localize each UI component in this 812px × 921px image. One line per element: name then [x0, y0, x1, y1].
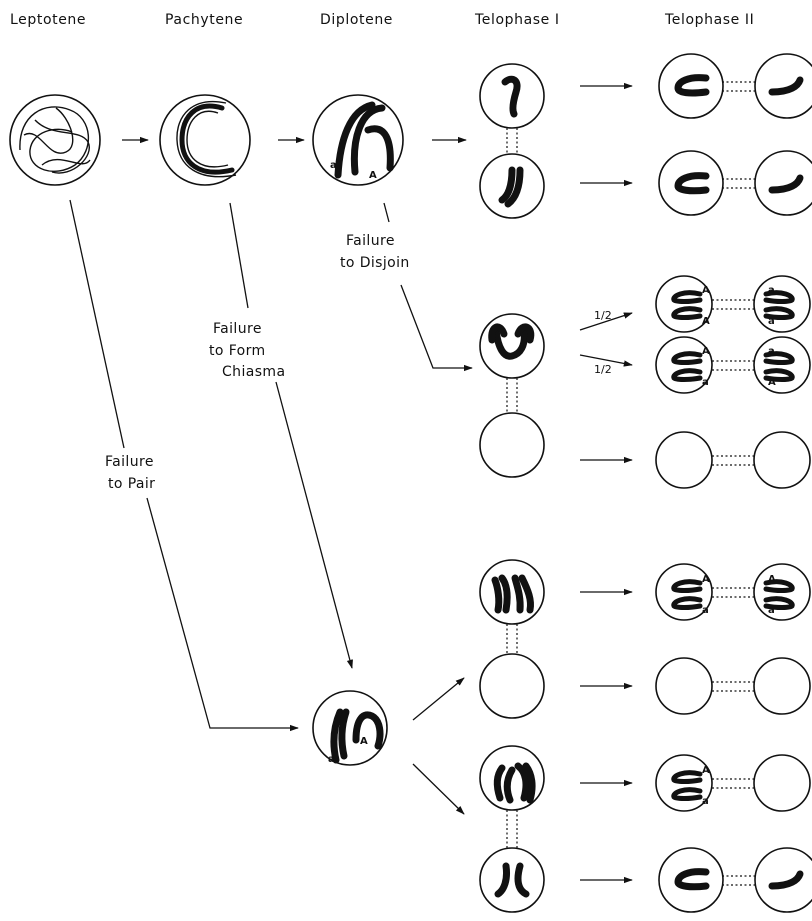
- allele-A: A: [702, 316, 710, 327]
- allele-a: a: [702, 605, 709, 616]
- telophase1-univalent-pair-a: [479, 559, 545, 719]
- label-failure-to-pair-1: Failure: [105, 454, 154, 470]
- allele-a: a: [768, 346, 775, 357]
- allele-label-A: A: [369, 170, 377, 181]
- telophase2-nullisomic-row: [655, 431, 811, 489]
- telophase1-normal-pair: [479, 63, 545, 219]
- telophase1-nondisjunction-pair: [479, 313, 545, 478]
- telophase2-monosomic-row: [658, 847, 812, 913]
- telophase2-disomic-row-univalent: A a A a: [655, 563, 811, 621]
- allele-a: a: [768, 605, 775, 616]
- diplotene-cell: a A: [312, 94, 404, 186]
- telophase1-univalent-pair-b: [479, 745, 545, 913]
- telophase2-disomic-row-Aa: A a a A: [655, 336, 811, 394]
- allele-label-a: a: [330, 160, 337, 171]
- telophase2-normal-row2: [658, 150, 812, 216]
- header-diplotene: Diplotene: [320, 12, 393, 28]
- ratio-lower: 1/2: [594, 363, 612, 376]
- allele-A: A: [702, 346, 710, 357]
- telophase2-disomic-row-b: A a: [655, 754, 811, 812]
- arrow-univalent-lower: [412, 763, 465, 815]
- disjoin-line-upper: [383, 202, 390, 223]
- univalent-cell: a A: [312, 690, 388, 766]
- header-telophase-1: Telophase I: [474, 12, 560, 28]
- pair-line-upper: [69, 199, 125, 449]
- allele-label-a: a: [328, 754, 335, 765]
- arrow-univalent-upper: [412, 677, 465, 721]
- pachytene-cell: [159, 94, 251, 186]
- ratio-upper: 1/2: [594, 309, 612, 322]
- chiasma-line-upper: [229, 202, 249, 309]
- allele-a: a: [768, 316, 775, 327]
- allele-A: A: [702, 285, 710, 296]
- allele-a: a: [768, 285, 775, 296]
- arrow-failure-to-disjoin: [400, 284, 473, 372]
- label-failure-to-pair-2: to Pair: [108, 476, 155, 492]
- allele-A: A: [768, 574, 776, 585]
- allele-A: A: [768, 377, 776, 388]
- label-failure-to-disjoin-1: Failure: [346, 233, 395, 249]
- label-failure-to-form-chiasma-2: to Form: [209, 343, 266, 359]
- telophase2-nullisomic-row-univalent: [655, 657, 811, 715]
- label-failure-to-disjoin-2: to Disjoin: [340, 255, 410, 271]
- allele-A: A: [702, 765, 710, 776]
- arrow-failure-to-form-chiasma: [275, 381, 353, 669]
- arrow-half-lower: [579, 354, 633, 367]
- label-failure-to-form-chiasma-1: Failure: [213, 321, 262, 337]
- header-telophase-2: Telophase II: [664, 12, 754, 28]
- allele-A: A: [702, 574, 710, 585]
- arrow-half-upper: [579, 312, 633, 331]
- telophase2-normal-row1: [658, 53, 812, 119]
- leptotene-cell: [9, 94, 101, 186]
- arrow-failure-to-pair: [146, 497, 299, 732]
- allele-label-A: A: [360, 736, 368, 747]
- allele-a: a: [702, 796, 709, 807]
- stage-headers: Leptotene Pachytene Diplotene Telophase …: [10, 12, 754, 28]
- allele-a: a: [702, 377, 709, 388]
- telophase2-disomic-row-AA: A A a a: [655, 275, 811, 333]
- header-pachytene: Pachytene: [165, 12, 243, 28]
- label-failure-to-form-chiasma-3: Chiasma: [222, 364, 285, 380]
- header-leptotene: Leptotene: [10, 12, 86, 28]
